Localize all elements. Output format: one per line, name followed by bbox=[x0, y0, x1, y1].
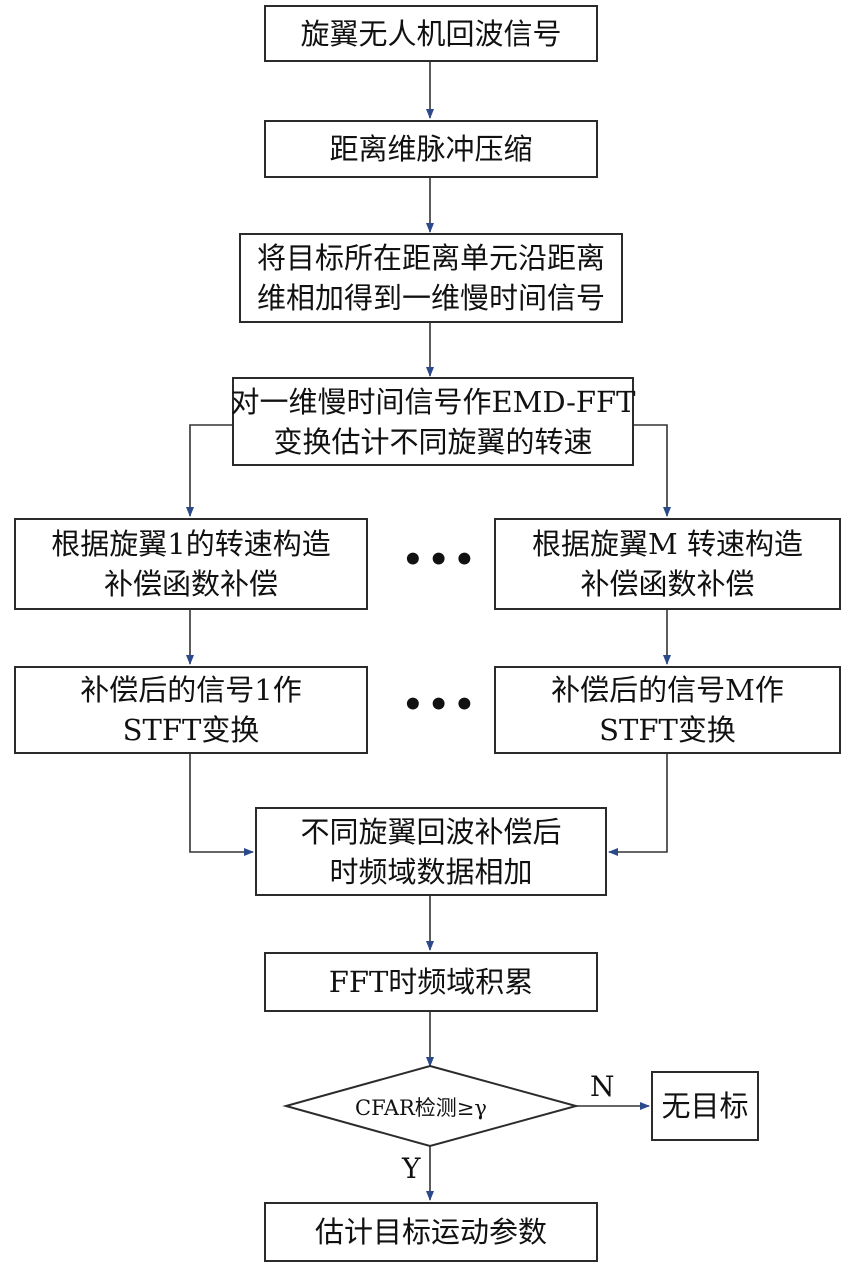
node-stft-m-line1: 补偿后的信号M作 bbox=[551, 673, 784, 707]
node-pulse-compression: 距离维脉冲压缩 bbox=[264, 120, 598, 178]
node-stft-m-line2: STFT变换 bbox=[599, 713, 736, 747]
node-range-accumulate: 将目标所在距离单元沿距离 维相加得到一维慢时间信号 bbox=[239, 233, 623, 323]
node-fft-integration: FFT时频域积累 bbox=[264, 952, 598, 1012]
node-estimate-motion-text: 估计目标运动参数 bbox=[314, 1215, 547, 1249]
node-stft-1-line2: STFT变换 bbox=[122, 713, 260, 747]
node-stft-1: 补偿后的信号1作 STFT变换 bbox=[14, 666, 368, 754]
node-estimate-motion: 估计目标运动参数 bbox=[264, 1202, 598, 1262]
node-emd-fft: 对一维慢时间信号作EMD-FFT 变换估计不同旋翼的转速 bbox=[230, 377, 636, 466]
node-compensate-rotor-1-line2: 补偿函数补偿 bbox=[103, 567, 278, 601]
node-compensate-rotor-m-line2: 补偿函数补偿 bbox=[580, 567, 755, 601]
node-range-accumulate-line2: 维相加得到一维慢时间信号 bbox=[256, 281, 605, 315]
cfar-decision-diamond bbox=[282, 1064, 580, 1148]
node-tf-sum-line2: 时频域数据相加 bbox=[329, 854, 533, 889]
ellipsis-upper: ••• bbox=[402, 540, 480, 580]
branch-label-no: N bbox=[590, 1070, 615, 1103]
node-range-accumulate-line1: 将目标所在距离单元沿距离 bbox=[256, 241, 605, 275]
node-pulse-compression-text: 距离维脉冲压缩 bbox=[329, 132, 533, 166]
node-emd-fft-line2: 变换估计不同旋翼的转速 bbox=[273, 424, 593, 459]
node-stft-1-line1: 补偿后的信号1作 bbox=[80, 673, 302, 707]
ellipsis-lower: ••• bbox=[402, 685, 480, 725]
node-tf-sum: 不同旋翼回波补偿后 时频域数据相加 bbox=[255, 807, 607, 896]
node-echo-signal-text: 旋翼无人机回波信号 bbox=[300, 16, 562, 51]
node-stft-m: 补偿后的信号M作 STFT变换 bbox=[494, 666, 841, 754]
branch-label-yes: Y bbox=[402, 1152, 421, 1185]
node-compensate-rotor-1-line1: 根据旋翼1的转速构造 bbox=[51, 527, 331, 561]
node-no-target-text: 无目标 bbox=[661, 1089, 749, 1123]
node-fft-integration-text: FFT时频域积累 bbox=[328, 965, 534, 999]
node-compensate-rotor-m-line1: 根据旋翼M 转速构造 bbox=[532, 527, 803, 561]
node-emd-fft-line1: 对一维慢时间信号作EMD-FFT bbox=[230, 384, 636, 419]
node-no-target: 无目标 bbox=[651, 1071, 759, 1141]
node-tf-sum-line1: 不同旋翼回波补偿后 bbox=[300, 814, 562, 849]
cfar-detection-label: CFAR检测≥γ bbox=[355, 1096, 487, 1120]
node-compensate-rotor-1: 根据旋翼1的转速构造 补偿函数补偿 bbox=[14, 518, 368, 610]
node-compensate-rotor-m: 根据旋翼M 转速构造 补偿函数补偿 bbox=[494, 518, 841, 610]
node-echo-signal: 旋翼无人机回波信号 bbox=[264, 5, 598, 62]
